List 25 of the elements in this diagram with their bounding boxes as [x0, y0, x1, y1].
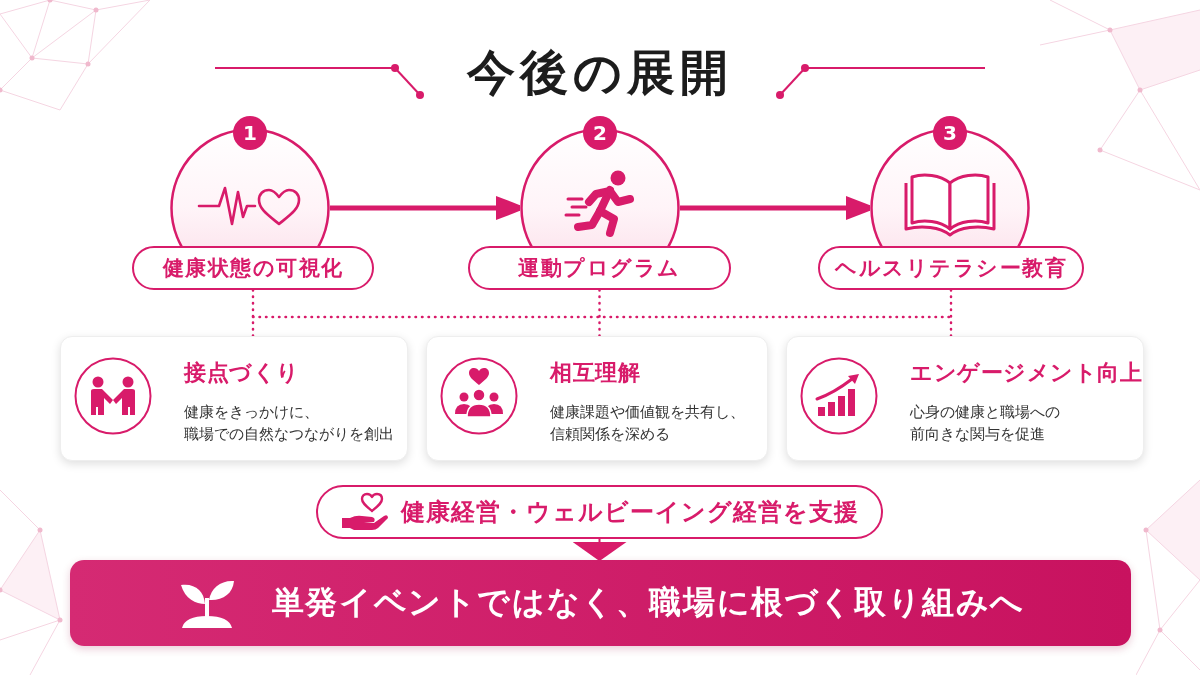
card-heading: エンゲージメント向上 — [910, 359, 1142, 387]
card-text: 健康をきっかけに、職場での自然なつながりを創出 — [184, 402, 395, 445]
support-pill — [316, 485, 883, 539]
number-badge: 2 — [583, 116, 617, 150]
card-heading: 相互理解 — [550, 359, 640, 387]
card-text: 健康課題や価値観を共有し、信頼関係を深める — [550, 402, 746, 445]
title: 今後の展開 — [467, 46, 733, 98]
number-badge: 1 — [233, 116, 267, 150]
step-circle — [520, 116, 680, 246]
dotted-connector — [251, 288, 255, 338]
banner-text: 単発イベントではなく、職場に根づく取り組みへ — [271, 582, 1026, 623]
card-heading: 接点づくり — [184, 359, 300, 387]
number-badge: 3 — [933, 116, 967, 150]
label-pill: 運動プログラム — [468, 246, 731, 290]
label-pill: 健康状態の可視化 — [132, 246, 374, 290]
card-text: 心身の健康と職場への前向きな関与を促進 — [910, 402, 1061, 445]
info-card — [426, 336, 768, 461]
dotted-connector — [949, 288, 953, 338]
info-card — [786, 336, 1144, 461]
dotted-connector — [598, 288, 601, 338]
support-text: 健康経営・ウェルビーイング経営を支援 — [401, 497, 859, 528]
label-pill: ヘルスリテラシー教育 — [818, 246, 1084, 290]
step-circle — [170, 116, 330, 246]
banner — [70, 560, 1131, 646]
info-card — [60, 336, 408, 461]
